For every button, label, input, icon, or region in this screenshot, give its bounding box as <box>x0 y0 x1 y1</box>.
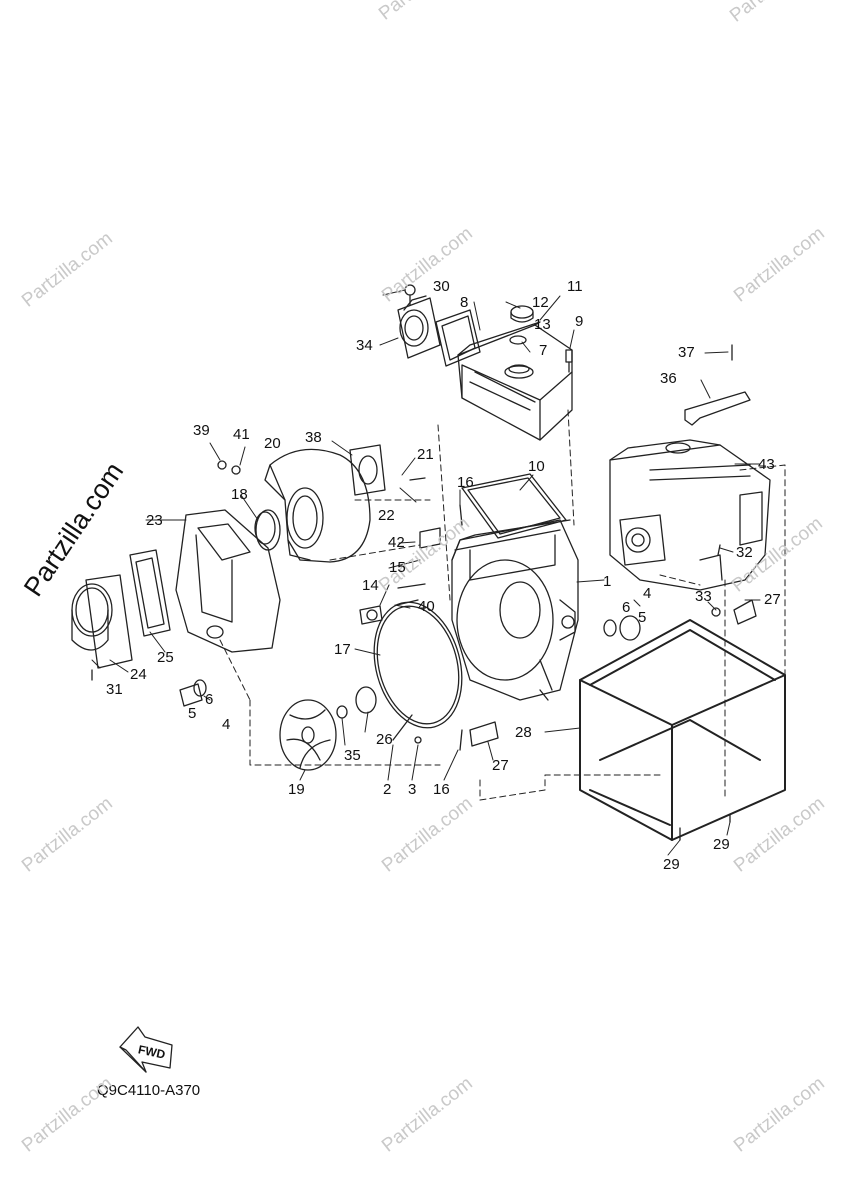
callout-33: 33 <box>695 588 712 605</box>
callout-35: 35 <box>344 747 361 764</box>
callout-27: 27 <box>764 591 781 608</box>
leader-lines <box>91 289 761 856</box>
small-parts <box>91 444 757 841</box>
gasket-25 <box>129 549 171 637</box>
callout-8: 8 <box>460 294 469 311</box>
callout-40: 40 <box>418 598 435 615</box>
o-ring-17 <box>373 601 463 729</box>
callout-37: 37 <box>678 344 695 361</box>
impeller <box>279 699 337 771</box>
callout-38: 38 <box>305 429 322 446</box>
callout-26: 26 <box>376 731 393 748</box>
frame <box>579 619 786 841</box>
callout-25: 25 <box>157 649 174 666</box>
o-ring-17-inner <box>376 605 460 725</box>
pump-casing <box>451 519 579 701</box>
callout-3: 3 <box>408 781 417 798</box>
callout-41: 41 <box>233 426 250 443</box>
callout-39: 39 <box>193 422 210 439</box>
callout-13: 13 <box>534 316 551 333</box>
inlet-fitting <box>71 574 133 669</box>
callout-19: 19 <box>288 781 305 798</box>
fwd-arrow-icon <box>119 1026 173 1073</box>
callout-18: 18 <box>231 486 248 503</box>
callout-32: 32 <box>736 544 753 561</box>
callout-11: 11 <box>567 278 583 295</box>
callout-29: 29 <box>663 856 680 873</box>
callout-15: 15 <box>389 559 406 576</box>
volute-casing <box>255 448 371 563</box>
engine-unit <box>609 439 771 591</box>
callout-10: 10 <box>528 458 545 475</box>
callout-30: 30 <box>433 278 450 295</box>
callout-5: 5 <box>188 705 197 722</box>
callout-17: 17 <box>334 641 351 658</box>
diagram-code: Q9C4110-A370 <box>97 1082 201 1099</box>
callout-16: 16 <box>457 474 474 491</box>
callout-14: 14 <box>362 577 379 594</box>
callout-1: 1 <box>603 573 612 590</box>
callout-28: 28 <box>515 724 532 741</box>
callout-23: 23 <box>146 512 163 529</box>
cover-plate <box>175 509 281 653</box>
callout-4: 4 <box>222 716 231 733</box>
bracket-36 <box>684 391 751 426</box>
alignment-lines <box>219 409 786 801</box>
callout-43: 43 <box>758 456 775 473</box>
callout-36: 36 <box>660 370 677 387</box>
callout-27: 27 <box>492 757 509 774</box>
gasket-10 <box>461 473 567 539</box>
callout-2: 2 <box>383 781 392 798</box>
callout-31: 31 <box>106 681 123 698</box>
callout-20: 20 <box>264 435 281 452</box>
callout-29: 29 <box>713 836 730 853</box>
callout-42: 42 <box>388 534 405 551</box>
tank-assembly <box>397 284 573 441</box>
callout-22: 22 <box>378 507 395 524</box>
callout-34: 34 <box>356 337 373 354</box>
callout-6: 6 <box>205 691 214 708</box>
callout-9: 9 <box>575 313 584 330</box>
callout-5: 5 <box>638 609 647 626</box>
callout-7: 7 <box>539 342 548 359</box>
callout-4: 4 <box>643 585 652 602</box>
callout-12: 12 <box>532 294 549 311</box>
callout-6: 6 <box>622 599 631 616</box>
callout-21: 21 <box>417 446 434 463</box>
callout-16: 16 <box>433 781 450 798</box>
callout-24: 24 <box>130 666 147 683</box>
